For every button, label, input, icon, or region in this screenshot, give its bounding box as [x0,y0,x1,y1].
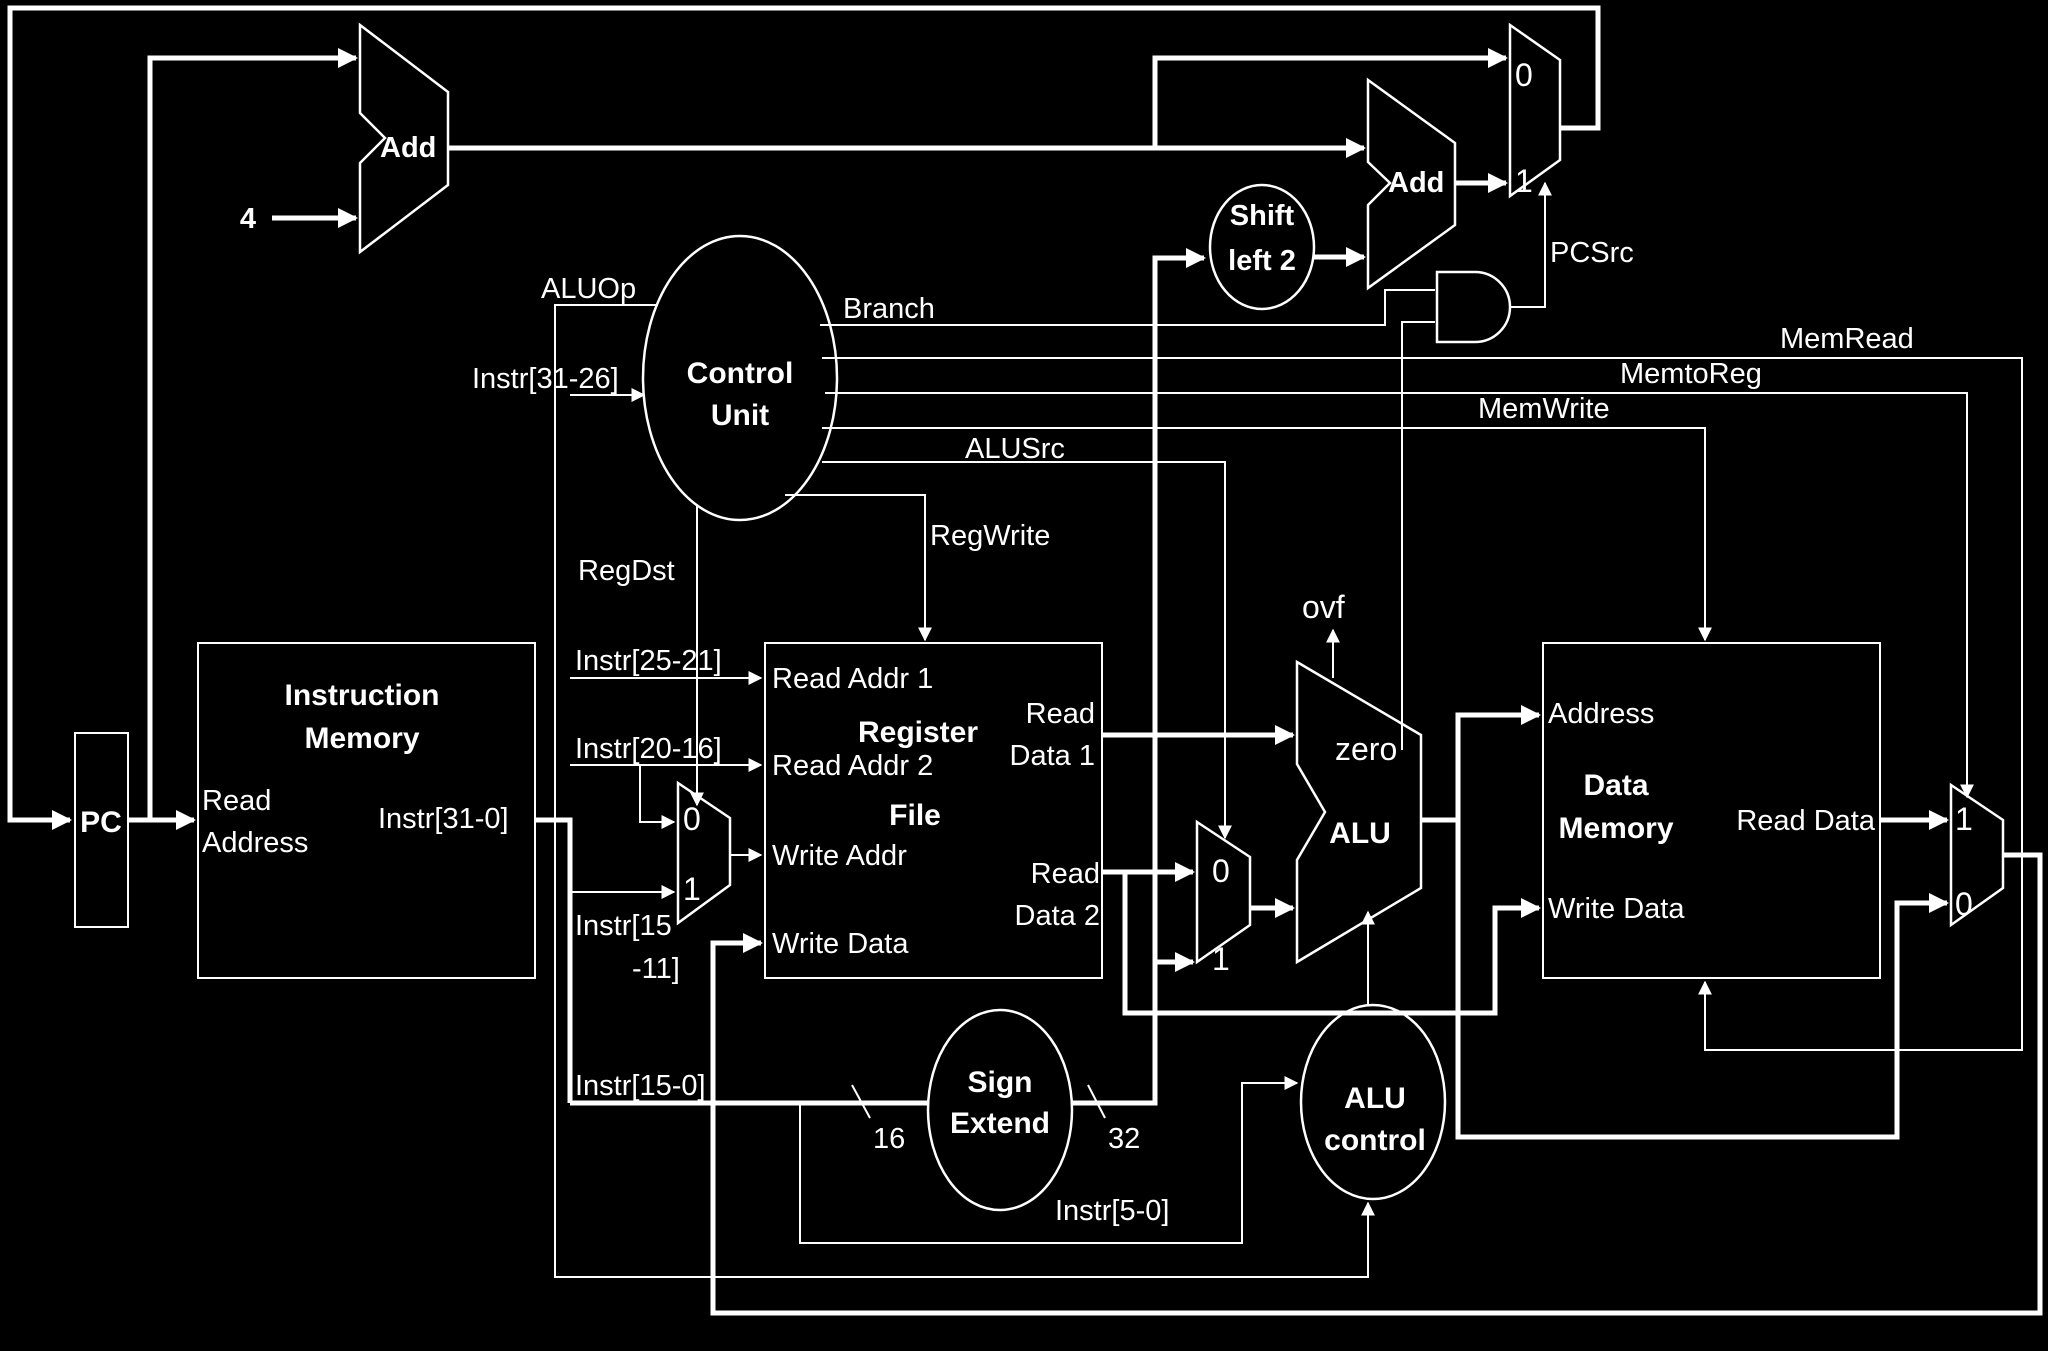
branch-adder [1366,77,1457,291]
shift-left-2 [1208,183,1316,311]
thick-wires [7,5,2043,1316]
constant-4-label: 4 [240,203,256,235]
shift-left-label: Shift [1230,200,1295,232]
register-file-title-2: File [889,799,941,832]
thin-wires [554,181,2023,1278]
read-address-label-2: Address [202,827,308,859]
instr-15-0-label: Instr[15-0] [575,1070,706,1102]
pc-label: PC [80,806,122,839]
instr-15-11-label: Instr[15 [575,910,672,942]
branch-label: Branch [843,293,935,325]
alusrc-label: ALUSrc [965,433,1065,465]
width-16-label: 16 [873,1123,905,1155]
read-data-2-label-2: Data 2 [1015,900,1100,932]
memtoreg-label: MemtoReg [1620,358,1762,390]
instruction-memory-box [197,642,536,979]
alusrc-mux-in0: 0 [1212,853,1230,889]
memread-label: MemRead [1780,323,1914,355]
dm-address-label: Address [1548,698,1654,730]
alu-label: ALU [1329,817,1391,850]
memtoreg-mux [1949,782,2005,928]
pc-adder-label: Add [380,132,436,164]
read-data-1-label-2: Data 1 [1010,740,1095,772]
read-data-2-label: Read [1031,858,1100,890]
aluop-label: ALUOp [541,273,636,305]
control-unit-label: Control [687,357,794,390]
sign-extend [926,1008,1074,1212]
regdst-mux-in0: 0 [683,801,701,837]
instr-31-0-label: Instr[31-0] [378,803,509,835]
memtoreg-mux-in1: 1 [1955,801,1973,837]
instr-31-26-label: Instr[31-26] [472,363,619,395]
alu [1295,659,1423,965]
instr-5-0-label: Instr[5-0] [1055,1195,1169,1227]
sign-extend-label: Sign [968,1066,1033,1099]
sign-extend-label-2: Extend [950,1107,1050,1140]
read-data-1-label: Read [1026,698,1095,730]
regdst-mux-in1: 1 [683,871,701,907]
instruction-memory-title: Instruction [285,679,440,712]
write-data-label: Write Data [772,928,909,960]
dm-write-data-label: Write Data [1548,893,1685,925]
instruction-memory-title-2: Memory [304,722,419,755]
regwrite-label: RegWrite [930,520,1050,552]
register-file-title: Register [858,716,978,749]
width-32-label: 32 [1108,1123,1140,1155]
pc-register [74,732,129,928]
branch-adder-label: Add [1388,167,1444,199]
memwrite-label: MemWrite [1478,393,1610,425]
alusrc-mux-in1: 1 [1212,941,1230,977]
dm-read-data-label: Read Data [1736,805,1876,837]
data-memory-title-2: Memory [1558,812,1673,845]
memtoreg-mux-in0: 0 [1955,886,1973,922]
pcsrc-mux-in1: 1 [1515,163,1533,199]
pcsrc-label: PCSrc [1550,237,1634,269]
alu-control [1299,1003,1447,1201]
alusrc-mux [1195,819,1252,965]
read-addr-1-label: Read Addr 1 [772,663,933,695]
shift-left-label-2: left 2 [1228,245,1296,277]
control-unit-label-2: Unit [711,399,769,432]
data-memory-box [1542,642,1881,979]
read-address-label: Read [202,785,271,817]
regdst-label: RegDst [578,555,675,587]
data-memory-title: Data [1583,769,1648,802]
zero-label: zero [1335,731,1397,767]
instr-15-11-label-2: -11] [632,953,680,985]
alu-control-label: ALU [1344,1082,1406,1115]
pcsrc-mux [1508,22,1562,199]
write-addr-label: Write Addr [772,840,907,872]
register-file-box [764,642,1103,979]
ovf-label: ovf [1302,589,1345,625]
and-gate [1435,270,1512,344]
pc-adder [358,22,450,255]
instr-25-21-label: Instr[25-21] [575,645,722,677]
alu-control-label-2: control [1324,1124,1426,1157]
control-unit [641,234,839,522]
read-addr-2-label: Read Addr 2 [772,750,933,782]
instr-20-16-label: Instr[20-16] [575,733,722,765]
regdst-mux [676,780,732,926]
pcsrc-mux-in0: 0 [1515,57,1533,93]
